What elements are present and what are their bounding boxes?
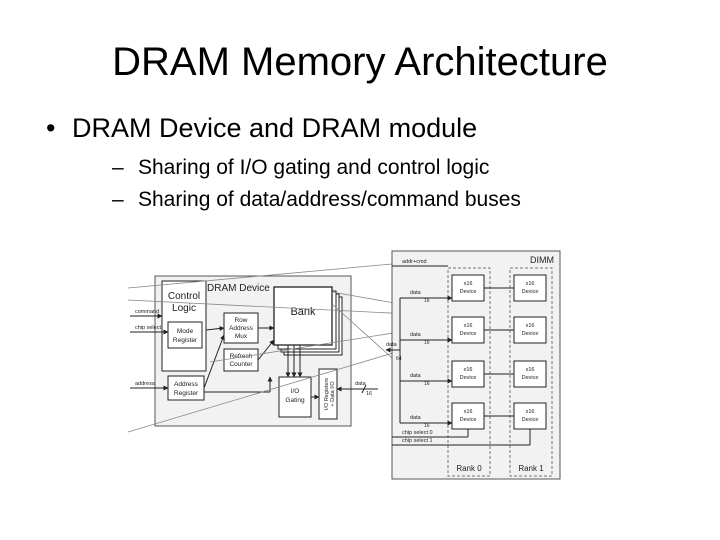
device-label: Device <box>522 331 539 337</box>
rank0-group <box>447 267 491 477</box>
io-gating-box <box>278 376 312 418</box>
data-label: data <box>410 290 422 296</box>
device-label: Device <box>460 417 477 423</box>
device-data-label: data <box>355 381 367 387</box>
wire <box>257 339 275 361</box>
bank-box <box>273 286 333 346</box>
data-width: 16 <box>424 298 430 304</box>
row-address-mux-label: Address <box>229 325 254 332</box>
bullet-text: DRAM Device and DRAM module <box>72 113 478 143</box>
device-width-label: x16 <box>464 281 473 287</box>
device-signals: command chip select address data 16 <box>130 309 378 397</box>
data-width: 16 <box>424 381 430 387</box>
sub-bullet-list: Sharing of I/O gating and control logic … <box>72 152 686 216</box>
device-width-label: x16 <box>526 281 535 287</box>
chip-select-label: chip select <box>135 325 161 331</box>
bullet-list: DRAM Device and DRAM module Sharing of I… <box>46 110 686 216</box>
device-label: Device <box>460 331 477 337</box>
device-label: Device <box>460 289 477 295</box>
device-width-label: x16 <box>526 409 535 415</box>
address-register-box <box>167 375 205 401</box>
device-width-label: x16 <box>464 323 473 329</box>
data-bus-width: 64 <box>396 356 402 362</box>
device-box-rank0 <box>451 402 485 430</box>
row-address-mux-label: Row <box>234 317 247 324</box>
data-bus-label: data <box>386 342 398 348</box>
device-box-rank1 <box>513 360 547 388</box>
dimm-title: DIMM <box>530 255 554 265</box>
io-gating-label: Gating <box>285 397 305 404</box>
data-label: data <box>410 415 422 421</box>
data-width: 16 <box>424 423 430 429</box>
device-box-rank1 <box>513 274 547 302</box>
io-registers-label: I/O Registers <box>324 378 330 410</box>
device-box-rank0 <box>451 316 485 344</box>
control-logic-label: Logic <box>172 303 196 314</box>
bus-slash <box>361 384 367 394</box>
row-address-mux-label: Mux <box>235 333 248 340</box>
dram-device-diagram: DRAM Device Control Logic Mode Register … <box>154 275 352 427</box>
rank0-label: Rank 0 <box>456 464 482 473</box>
data-label: data <box>410 373 422 379</box>
data-label: data <box>410 332 422 338</box>
io-gating-label: I/O <box>291 388 300 395</box>
device-data-width: 16 <box>366 391 372 397</box>
device-label: Device <box>522 417 539 423</box>
address-label: address <box>135 381 155 387</box>
row-address-mux-box <box>223 312 259 344</box>
device-width-label: x16 <box>464 367 473 373</box>
bank-label: Bank <box>290 306 316 318</box>
data-width: 16 <box>424 340 430 346</box>
command-label: command <box>135 309 159 315</box>
mode-register-label: Mode <box>177 328 194 335</box>
device-width-label: x16 <box>526 323 535 329</box>
chip-select-1-label: chip select 1 <box>402 438 433 444</box>
dimm-diagram: DIMM addr+cmd x16 Device x16 Device x16 … <box>385 250 561 480</box>
device-label: Device <box>460 375 477 381</box>
device-label: Device <box>522 289 539 295</box>
device-width-label: x16 <box>464 409 473 415</box>
device-label: Device <box>522 375 539 381</box>
mode-register-box <box>167 321 203 349</box>
device-box-rank1 <box>513 402 547 430</box>
refresh-counter-label: Refresh <box>230 353 253 360</box>
device-box-rank0 <box>451 274 485 302</box>
bullet-item: DRAM Device and DRAM module Sharing of I… <box>46 110 686 216</box>
address-register-label: Register <box>174 390 199 397</box>
dram-device-title: DRAM Device <box>207 283 270 294</box>
device-width-label: x16 <box>526 367 535 373</box>
device-box-rank0 <box>451 360 485 388</box>
wire <box>205 326 225 331</box>
mode-register-label: Register <box>173 337 198 344</box>
chip-select-0-label: chip select 0 <box>402 430 433 436</box>
sub-bullet-item: Sharing of I/O gating and control logic <box>72 152 686 184</box>
io-registers-box <box>318 368 338 420</box>
slide-title: DRAM Memory Architecture <box>112 40 608 84</box>
address-register-label: Address <box>174 381 199 388</box>
addr-cmd-label: addr+cmd <box>402 259 427 265</box>
sub-bullet-item: Sharing of data/address/command buses <box>72 184 686 216</box>
rank1-group <box>509 267 553 477</box>
control-logic-label: Control <box>168 291 200 302</box>
refresh-counter-label: Counter <box>229 361 253 368</box>
rank1-label: Rank 1 <box>518 464 544 473</box>
device-box-rank1 <box>513 316 547 344</box>
data-io-label: + Data I/O <box>330 381 336 407</box>
